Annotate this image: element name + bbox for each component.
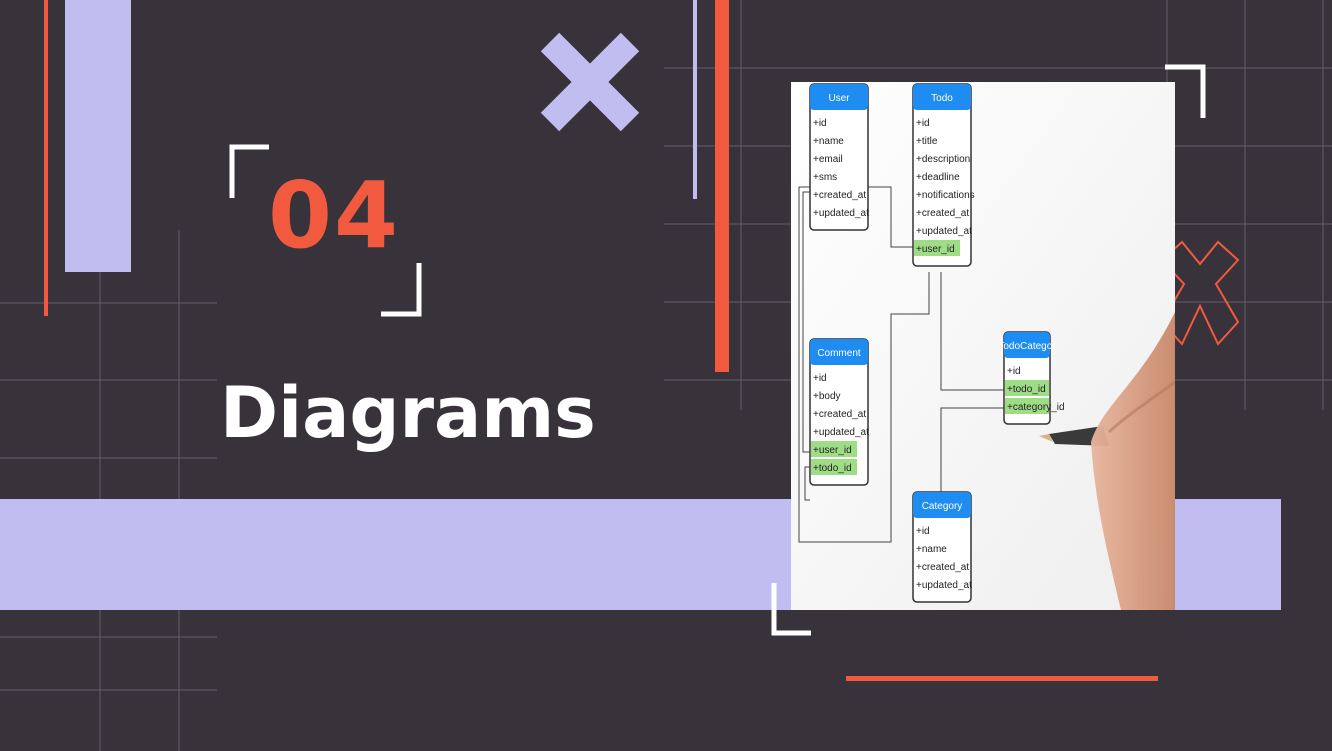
erd-entity-header — [810, 339, 868, 365]
erd-field: +id — [813, 373, 827, 384]
erd-field: +created_at — [916, 208, 969, 219]
erd-field: +created_at — [916, 562, 969, 573]
erd-entity-name: Todo — [931, 93, 953, 104]
erd-field-highlight — [1005, 398, 1049, 414]
erd-field: +id — [916, 526, 930, 537]
erd-entity-name: TodoCategor — [998, 341, 1056, 352]
erd-entity: Comment +id +body +created_at +updated_at +us… — [809, 338, 869, 486]
section-number: 04 — [268, 162, 401, 269]
erd-entity-name: Comment — [817, 348, 861, 359]
erd-entity: User +id +name +email +sms +created_at +update… — [809, 83, 869, 231]
erd-field: +updated_at — [916, 580, 972, 591]
erd-field: +created_at — [813, 409, 866, 420]
erd-field: +user_id — [813, 445, 852, 456]
erd-entity-header — [1004, 332, 1050, 358]
hand-with-pencil — [1039, 312, 1175, 610]
orange-vertical-bar — [715, 0, 729, 372]
erd-field: +updated_at — [813, 208, 869, 219]
erd-entity-name: Category — [922, 501, 963, 512]
erd-field: +updated_at — [813, 427, 869, 438]
erd-field: +todo_id — [1007, 384, 1046, 395]
corner-bracket-icon — [229, 144, 269, 198]
erd-field: +deadline — [916, 172, 960, 183]
erd-field-highlight — [914, 240, 960, 256]
corner-bracket-icon — [1165, 64, 1206, 118]
orange-vertical-line-left — [44, 0, 48, 316]
erd-field: +category_id — [1007, 402, 1065, 413]
erd-entity: Category +id +name +created_at +updated_at — [912, 491, 972, 603]
erd-field: +id — [813, 118, 827, 129]
erd-field: +body — [813, 391, 841, 402]
corner-bracket-icon — [771, 583, 811, 636]
erd-field-highlight — [811, 459, 857, 475]
lavender-vertical-line — [693, 0, 697, 199]
erd-entity-header — [913, 84, 971, 110]
erd-field: +created_at — [813, 190, 866, 201]
erd-field-highlight — [811, 441, 857, 457]
erd-entity: Todo +id +title +description +deadline +notif… — [912, 83, 975, 267]
x-shape-icon — [540, 32, 640, 132]
erd-field: +notifications — [916, 190, 975, 201]
erd-field: +name — [916, 544, 947, 555]
erd-field: +title — [916, 136, 938, 147]
section-title: Diagrams — [220, 372, 596, 454]
erd-field: +id — [1007, 366, 1021, 377]
lavender-vertical-bar — [65, 0, 131, 272]
erd-field: +todo_id — [813, 463, 852, 474]
erd-field: +email — [813, 154, 843, 165]
erd-field: +id — [916, 118, 930, 129]
corner-bracket-icon — [381, 263, 422, 317]
erd-diagram: User +id +name +email +sms +created_at +update… — [791, 82, 1175, 610]
erd-field: +description — [916, 154, 970, 165]
orange-horizontal-line — [846, 676, 1158, 681]
erd-field: +updated_at — [916, 226, 972, 237]
erd-entity-header — [810, 84, 868, 110]
erd-entity-name: User — [828, 93, 850, 104]
erd-field: +name — [813, 136, 844, 147]
erd-entity: TodoCategor +id +todo_id +category_id — [998, 331, 1065, 425]
erd-field-highlight — [1005, 380, 1049, 396]
erd-field: +user_id — [916, 244, 955, 255]
erd-entity-header — [913, 492, 971, 518]
erd-diagram-photo: User +id +name +email +sms +created_at +update… — [791, 82, 1175, 610]
erd-field: +sms — [813, 172, 837, 183]
